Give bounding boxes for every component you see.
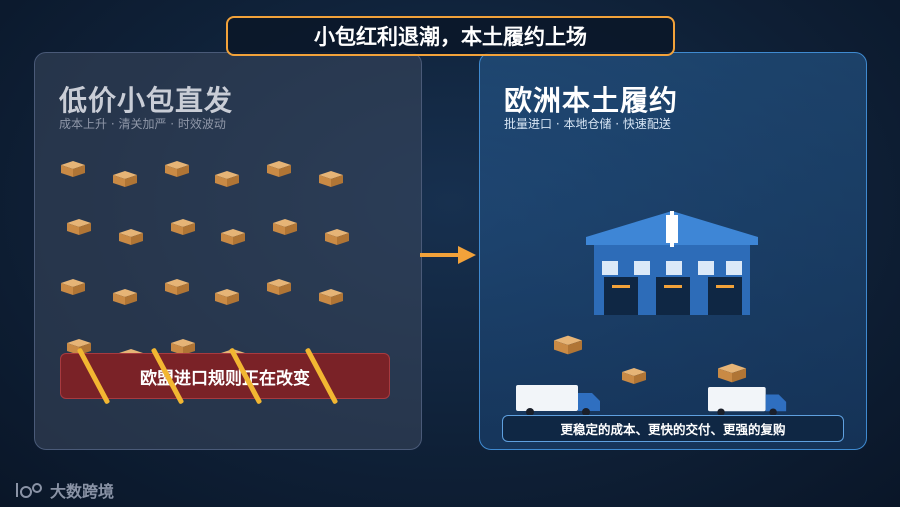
parcel-icon bbox=[119, 229, 143, 245]
parcel-icon bbox=[215, 171, 239, 187]
warning-banner: 欧盟进口规则正在改变 bbox=[60, 353, 390, 399]
right-panel: 欧洲本土履约 批量进口 · 本地仓储 · 快速配送 bbox=[479, 52, 867, 450]
brand-logo: 大数跨境 bbox=[14, 478, 114, 502]
warehouse-icon bbox=[586, 211, 758, 315]
parcel-icon bbox=[221, 229, 245, 245]
page-title: 小包红利退潮，本土履约上场 bbox=[226, 16, 675, 56]
parcel-icon bbox=[325, 229, 349, 245]
right-panel-subtitle: 批量进口 · 本地仓储 · 快速配送 bbox=[504, 117, 671, 131]
benefit-bar: 更稳定的成本、更快的交付、更强的复购 bbox=[502, 415, 844, 442]
parcel-icon bbox=[61, 279, 85, 295]
parcel-icon bbox=[165, 279, 189, 295]
parcel-icon bbox=[113, 171, 137, 187]
parcel-icon bbox=[61, 161, 85, 177]
left-panel-title: 低价小包直发 bbox=[59, 84, 234, 117]
warning-text: 欧盟进口规则正在改变 bbox=[140, 368, 310, 389]
parcel-icon bbox=[267, 279, 291, 295]
right-panel-title: 欧洲本土履约 bbox=[504, 84, 679, 117]
logo-mark-icon bbox=[16, 483, 42, 498]
benefit-text: 更稳定的成本、更快的交付、更强的复购 bbox=[560, 422, 786, 437]
truck-icon bbox=[516, 385, 600, 416]
transition-arrow-icon bbox=[420, 246, 476, 264]
parcel-icon bbox=[622, 368, 646, 384]
parcel-icon bbox=[319, 289, 343, 305]
parcel-icon bbox=[171, 339, 195, 355]
parcel-icon bbox=[67, 219, 91, 235]
parcel-icon bbox=[718, 363, 746, 383]
parcel-icon bbox=[267, 161, 291, 177]
left-panel-subtitle: 成本上升 · 清关加严 · 时效波动 bbox=[59, 117, 226, 131]
parcel-icon bbox=[554, 335, 582, 355]
left-panel: 低价小包直发 成本上升 · 清关加严 · 时效波动 欧盟进口规则正在改变 bbox=[34, 52, 422, 450]
parcel-icon bbox=[273, 219, 297, 235]
parcel-icon bbox=[171, 219, 195, 235]
logo-text: 大数跨境 bbox=[50, 482, 115, 501]
parcel-icon bbox=[319, 171, 343, 187]
parcel-icon bbox=[113, 289, 137, 305]
parcel-icon bbox=[165, 161, 189, 177]
parcel-icon bbox=[215, 289, 239, 305]
truck-icon bbox=[708, 387, 787, 416]
